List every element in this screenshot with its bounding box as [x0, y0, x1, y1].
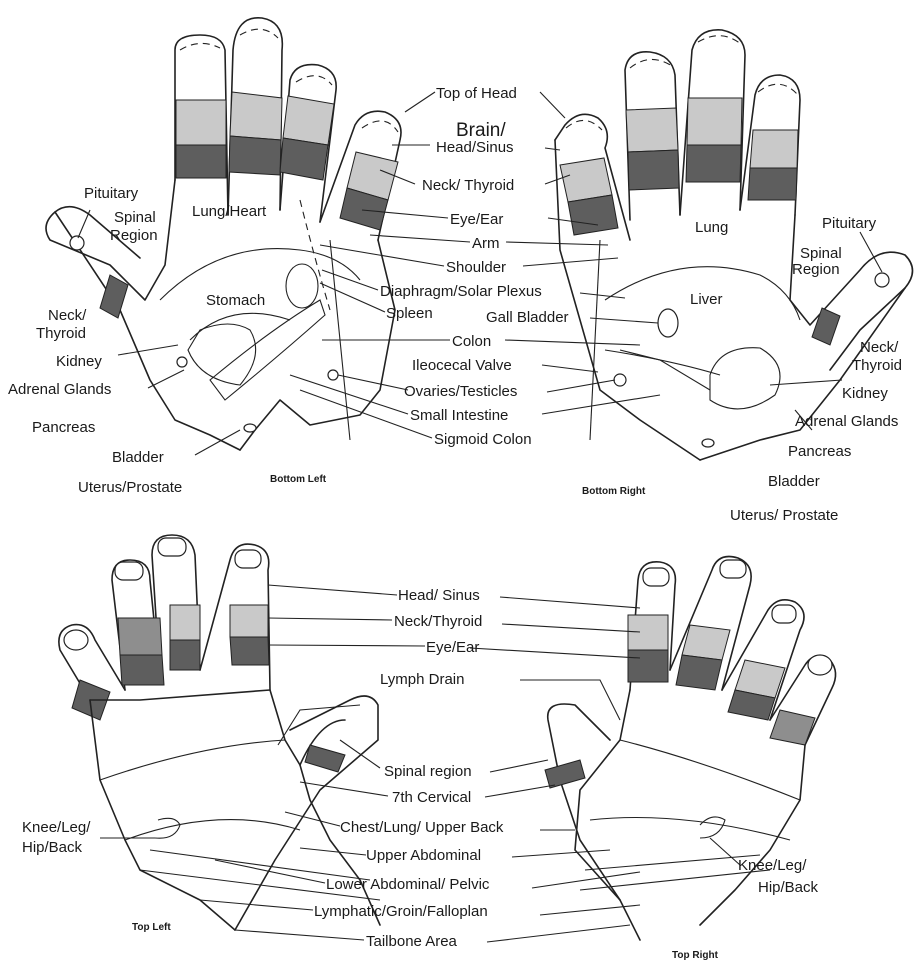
label-spinal-right-2: Region [792, 261, 840, 278]
label-small-intestine: Small Intestine [410, 407, 508, 424]
label-neck-thyroid-center: Neck/ Thyroid [422, 177, 514, 194]
label-lymph-drain: Lymph Drain [380, 671, 464, 688]
label-shoulder: Shoulder [446, 259, 506, 276]
label-uterus-left: Uterus/Prostate [78, 479, 182, 496]
label-neck-left-1: Neck/ [48, 307, 87, 324]
label-spinal-left-2: Region [110, 227, 158, 244]
label-top-of-head: Top of Head [436, 85, 517, 102]
label-liver: Liver [690, 291, 723, 308]
label-cervical: 7th Cervical [392, 789, 471, 806]
label-sigmoid: Sigmoid Colon [434, 431, 532, 448]
label-lung-heart: Lung/Heart [192, 203, 267, 220]
label-tailbone: Tailbone Area [366, 933, 458, 950]
label-top-left: Top Left [132, 922, 171, 933]
label-arm: Arm [472, 235, 500, 252]
label-knee-right-2: Hip/Back [758, 879, 819, 896]
label-knee-left-1: Knee/Leg/ [22, 819, 91, 836]
label-ileocecal: Ileocecal Valve [412, 357, 512, 374]
label-neck-right-1: Neck/ [860, 339, 899, 356]
label-lower-abdominal: Lower Abdominal/ Pelvic [326, 876, 490, 893]
label-spinal-region-bottom: Spinal region [384, 763, 472, 780]
label-ovaries: Ovaries/Testicles [404, 383, 517, 400]
label-bottom-right: Bottom Right [582, 486, 646, 497]
label-bladder-left: Bladder [112, 449, 164, 466]
label-knee-right-1: Knee/Leg/ [738, 857, 807, 874]
label-uterus-right: Uterus/ Prostate [730, 507, 838, 524]
label-adrenal-right: Adrenal Glands [795, 413, 898, 430]
label-neck-left-2: Thyroid [36, 325, 86, 342]
top-left-hand [59, 535, 380, 930]
label-lymphatic: Lymphatic/Groin/Falloplan [314, 903, 488, 920]
labels: Top of Head Brain/ Head/Sinus Neck/ Thyr… [8, 85, 902, 961]
label-pancreas-left: Pancreas [32, 419, 95, 436]
label-chest-lung: Chest/Lung/ Upper Back [340, 819, 504, 836]
label-top-right: Top Right [672, 950, 719, 961]
label-bottom-left: Bottom Left [270, 474, 327, 485]
label-diaphragm: Diaphragm/Solar Plexus [380, 283, 542, 300]
label-spinal-left-1: Spinal [114, 209, 156, 226]
label-spinal-right-1: Spinal [800, 245, 842, 262]
label-adrenal-left: Adrenal Glands [8, 381, 111, 398]
label-gall-bladder: Gall Bladder [486, 309, 569, 326]
label-pancreas-right: Pancreas [788, 443, 851, 460]
label-eye-ear-center: Eye/Ear [450, 211, 503, 228]
label-eye-ear-bottom: Eye/Ear [426, 639, 479, 656]
label-head-sinus: Head/Sinus [436, 139, 514, 156]
label-kidney-right: Kidney [842, 385, 888, 402]
label-pituitary-right: Pituitary [822, 215, 877, 232]
label-neck-thyroid-bottom: Neck/Thyroid [394, 613, 482, 630]
label-neck-right-2: Thyroid [852, 357, 902, 374]
label-bladder-right: Bladder [768, 473, 820, 490]
label-lung: Lung [695, 219, 728, 236]
label-upper-abdominal: Upper Abdominal [366, 847, 481, 864]
label-head-sinus-bottom: Head/ Sinus [398, 587, 480, 604]
label-knee-left-2: Hip/Back [22, 839, 83, 856]
label-pituitary-left: Pituitary [84, 185, 139, 202]
label-brain: Brain/ [456, 120, 506, 141]
label-kidney-left: Kidney [56, 353, 102, 370]
label-spleen: Spleen [386, 305, 433, 322]
label-stomach: Stomach [206, 292, 265, 309]
label-colon: Colon [452, 333, 491, 350]
